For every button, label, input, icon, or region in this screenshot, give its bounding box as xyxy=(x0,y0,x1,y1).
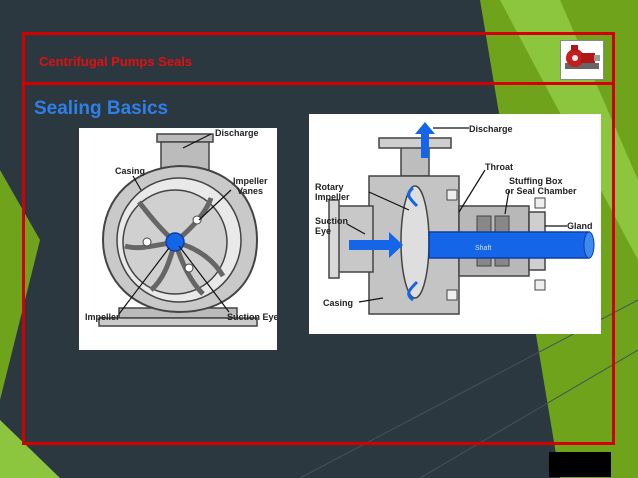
label-casing: Casing xyxy=(323,298,353,308)
pump-logo xyxy=(560,40,604,80)
label-stuffing-box-2: or Seal Chamber xyxy=(505,186,577,196)
slide-frame xyxy=(22,32,615,445)
label-discharge: Discharge xyxy=(469,124,513,134)
label-impeller-vanes-1: Impeller xyxy=(233,176,268,186)
label-stuffing-box-1: Stuffing Box xyxy=(509,176,563,186)
header-divider xyxy=(22,82,615,85)
label-gland: Gland xyxy=(567,221,593,231)
pump-side-drawing: Discharge Throat Rotary Impeller Stuffin… xyxy=(315,122,595,315)
pump-front-drawing: Discharge Casing Impeller Vanes Impeller… xyxy=(85,128,279,327)
green-shard-left xyxy=(0,170,40,400)
label-rotary-impeller-2: Impeller xyxy=(315,192,350,202)
label-impeller-vanes-2: Vanes xyxy=(237,186,263,196)
label-suction-eye-1: Suction xyxy=(315,216,348,226)
label-rotary-impeller-1: Rotary xyxy=(315,182,344,192)
label-impeller: Impeller xyxy=(85,312,120,322)
navigation-box[interactable] xyxy=(549,452,611,477)
label-casing: Casing xyxy=(115,166,145,176)
diagonal-line-2 xyxy=(419,349,638,478)
header-title: Centrifugal Pumps Seals xyxy=(39,54,193,69)
green-shard-left-bottom xyxy=(0,420,60,478)
label-suction-eye: Suction Eye xyxy=(227,312,277,322)
label-throat: Throat xyxy=(485,162,513,172)
label-discharge: Discharge xyxy=(215,128,259,138)
slide-subtitle: Sealing Basics xyxy=(34,98,169,119)
label-suction-eye-2: Eye xyxy=(315,226,331,236)
label-shaft: Shaft xyxy=(475,245,491,252)
pump-side-diagram: Discharge Throat Rotary Impeller Stuffin… xyxy=(309,114,601,334)
pump-logo-icon xyxy=(565,45,600,69)
pump-front-diagram: Discharge Casing Impeller Vanes Impeller… xyxy=(79,128,279,350)
